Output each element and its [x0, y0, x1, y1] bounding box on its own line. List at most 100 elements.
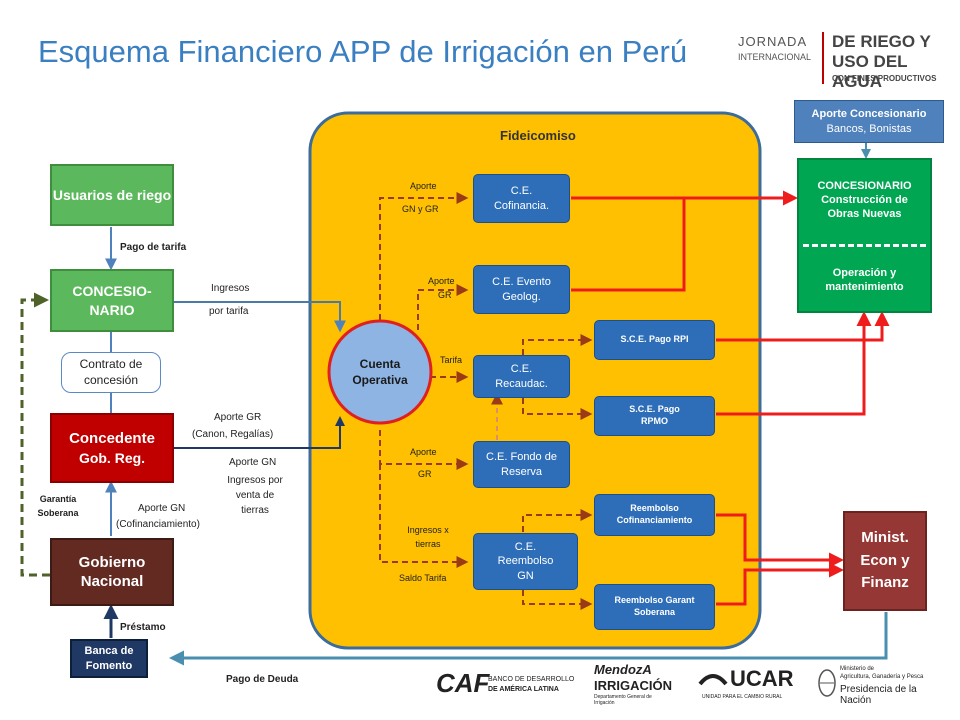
tarifa-label: Tarifa	[440, 355, 463, 365]
concesionario-right-bottom: Operación y mantenimiento	[803, 256, 926, 304]
garantia-soberana-label: Garantía Soberana	[37, 494, 79, 518]
ministerio-shield-icon	[818, 669, 836, 697]
caf-line2: DE AMÉRICA LATINA	[488, 686, 559, 693]
ce-recaudac-node: C.E. Recaudac.	[473, 355, 570, 398]
concesionario-left-node: CONCESIO-NARIO	[50, 269, 174, 332]
aporte-concesionario-line1: Aporte Concesionario	[811, 108, 927, 121]
ce-fondo-label: C.E. Fondo de Reserva	[486, 451, 557, 478]
reembolso-cofin-label: Reembolso Cofinanciamiento	[616, 503, 693, 525]
ministerio-line1: Ministerio de	[840, 666, 875, 672]
rpmo-to-concesionario	[716, 311, 872, 416]
garant-to-minist	[716, 562, 844, 606]
ce-reembolso-label: C.E. Reembolso GN	[497, 541, 554, 582]
cuenta-operativa-label: Cuenta Operativa	[352, 357, 408, 387]
dash-to-cofinancia	[379, 192, 469, 330]
canon-regalias-label: (Canon, Regalías)	[192, 429, 274, 440]
ucar-text: UCAR	[730, 666, 794, 691]
cofinanciamiento-label: (Cofinanciamiento)	[116, 519, 200, 530]
logo-line-internacional: INTERNACIONAL	[738, 52, 812, 62]
ce-cofinancia-label: C.E. Cofinancia.	[493, 185, 550, 212]
mendoza-line3: Departamento General de Irrigación	[594, 694, 652, 706]
ministerio-line2: Agricultura, Ganadería y Pesca	[840, 674, 924, 680]
caf-mark: CAF	[436, 668, 490, 698]
banca-label: Banca de Fomento	[84, 645, 134, 672]
pago-deuda-arrow	[169, 612, 888, 666]
pago-deuda-label: Pago de Deuda	[226, 674, 299, 685]
aporte-gr2-label-2: GR	[438, 290, 452, 300]
aporte-gn-label: Aporte GN	[229, 457, 277, 468]
ingresos-venta-label: Ingresos por venta de tierras	[227, 475, 283, 516]
mendoza-irrigacion-logo: MendozA IRRIGACIÓN Departamento General …	[592, 662, 672, 710]
sce-pago-rpmo-node: S.C.E. Pago RPMO	[594, 396, 715, 436]
rpi-to-concesionario	[716, 311, 890, 342]
sce-rpmo-label: S.C.E. Pago RPMO	[629, 404, 680, 426]
ce-evento-node: C.E. Evento Geolog.	[473, 265, 570, 314]
reembolso-cofin-node: Reembolso Cofinanciamiento	[594, 494, 715, 536]
dash-to-evento	[417, 284, 469, 330]
minist-label: Minist. Econ y Finanz	[860, 529, 910, 592]
ministerio-line3: Presidencia de la Nación	[840, 684, 917, 706]
ce-evento-label: C.E. Evento Geolog.	[492, 276, 551, 303]
aporte-gr3-label-2: GR	[418, 469, 432, 479]
concedente-node: Concedente Gob. Reg.	[50, 413, 174, 483]
concesionario-left-label: CONCESIO-NARIO	[72, 283, 152, 318]
concesionario-divider	[803, 244, 926, 247]
page-title: Esquema Financiero APP de Irrigación en …	[38, 34, 688, 69]
logo-line-agua: USO DEL AGUA	[832, 52, 908, 91]
recaudac-to-rpmo	[522, 398, 593, 420]
ucar-logo: UCAR UNIDAD PARA EL CAMBIO RURAL	[698, 664, 798, 708]
aporte-gr2-label-1: Aporte	[428, 276, 455, 286]
concesionario-right-top: CONCESIONARIO Construcción de Obras Nuev…	[803, 166, 926, 234]
ce-cofinancia-node: C.E. Cofinancia.	[473, 174, 570, 223]
ingresos-tierras-label: Ingresos x tierras	[407, 525, 449, 549]
reembolso-to-cofin	[522, 509, 593, 532]
minist-econ-node: Minist. Econ y Finanz	[843, 511, 927, 611]
contrato-label: Contrato de concesión	[79, 356, 143, 387]
pago-tarifa-label: Pago de tarifa	[120, 242, 187, 253]
garantia-soberana-line	[20, 292, 50, 577]
ce-reembolso-node: C.E. Reembolso GN	[473, 533, 578, 590]
usuarios-riego-node: Usuarios de riego	[50, 164, 174, 226]
ucar-sub: UNIDAD PARA EL CAMBIO RURAL	[702, 694, 783, 700]
ingresos-tarifa-arrow	[174, 301, 346, 333]
gobierno-label: Gobierno Nacional	[78, 553, 146, 591]
concesionario-right-bottom-label: Operación y mantenimiento	[825, 266, 904, 293]
saldo-tarifa-label: Saldo Tarifa	[399, 573, 447, 583]
logo-line-jornada: JORNADA	[738, 34, 808, 49]
aporte-gn-cofin-label: Aporte GN	[138, 503, 186, 514]
reembolso-garant-node: Reembolso Garant Soberana	[594, 584, 715, 630]
cuenta-operativa-node: Cuenta Operativa	[340, 352, 420, 394]
por-tarifa-label: por tarifa	[209, 306, 249, 317]
ucar-swoosh-icon	[698, 674, 728, 686]
logo-divider	[822, 32, 824, 84]
aporte-gn-gr-label-2: GN y GR	[402, 204, 439, 214]
caf-logo: CAF BANCO DE DESARROLLO DE AMÉRICA LATIN…	[436, 666, 576, 706]
evento-to-concesionario	[571, 198, 686, 292]
gobierno-nacional-node: Gobierno Nacional	[50, 538, 174, 606]
logo-line-fines: CON FINES PRODUCTIVOS	[832, 74, 937, 83]
concesionario-right-top-label: CONCESIONARIO Construcción de Obras Nuev…	[817, 179, 912, 221]
mendoza-line2: IRRIGACIÓN	[594, 678, 672, 693]
cuenta-operativa-circle	[327, 319, 433, 425]
concedente-line2: Gob. Reg.	[78, 449, 146, 466]
aporte-concesionario-line2: Bancos, Bonistas	[826, 122, 912, 135]
reembolso-garant-label: Reembolso Garant Soberana	[614, 595, 695, 617]
contrato-concesion-node: Contrato de concesión	[61, 352, 161, 393]
cofin-to-minist	[716, 513, 844, 568]
logo-line-riego: DE RIEGO Y	[832, 32, 931, 51]
concedente-line1: Concedente	[69, 430, 155, 448]
aporte-gr-arrow	[174, 416, 345, 449]
caf-line1: BANCO DE DESARROLLO	[488, 676, 575, 683]
ce-recaudac-label: C.E. Recaudac.	[495, 363, 548, 390]
aporte-gr-label: Aporte GR	[214, 412, 262, 423]
jornada-logo: JORNADA INTERNACIONAL DE RIEGO Y USO DEL…	[738, 28, 938, 91]
ingresos-label: Ingresos	[211, 283, 250, 294]
recaudac-to-rpi	[522, 334, 593, 355]
dash-to-reembolso	[379, 464, 469, 568]
aporte-concesionario-node: Aporte Concesionario Bancos, Bonistas	[794, 100, 944, 143]
sce-pago-rpi-node: S.C.E. Pago RPI	[594, 320, 715, 360]
aporte-gr3-label-1: Aporte	[410, 447, 437, 457]
ministerio-logo: Ministerio de Agricultura, Ganadería y P…	[818, 664, 942, 708]
aporte-gn-gr-label-1: Aporte	[410, 181, 437, 191]
